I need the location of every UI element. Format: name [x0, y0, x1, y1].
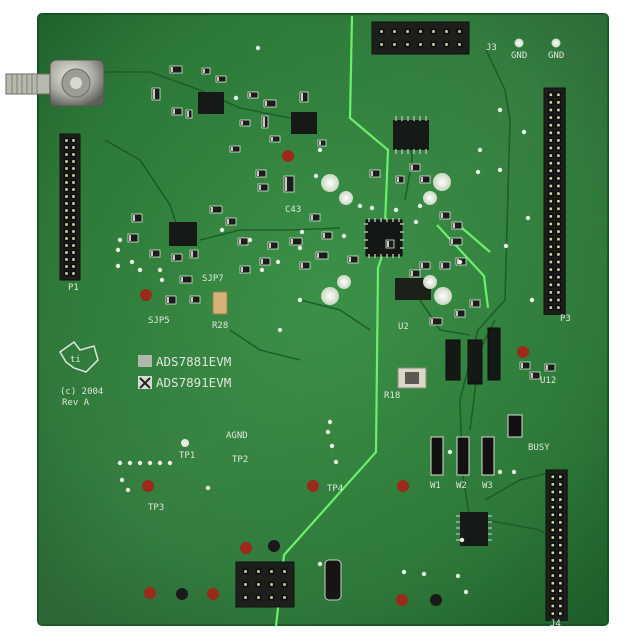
header-p1	[59, 133, 81, 281]
sma-connector-icon	[5, 59, 105, 107]
w3-label: W3	[482, 481, 493, 491]
agnd-label: AGND	[226, 431, 248, 441]
u12-label: U12	[540, 376, 556, 386]
j3-label: J3	[486, 43, 497, 53]
model-checkbox-2-mark	[139, 377, 151, 389]
small-vias	[115, 45, 535, 595]
header-bottom	[235, 561, 295, 608]
header-p3	[543, 87, 566, 315]
header-j4	[545, 469, 568, 621]
j4-label: J4	[550, 619, 561, 629]
u2-label: U2	[398, 322, 409, 332]
ic-chips	[169, 92, 492, 546]
w1-label: W1	[430, 481, 441, 491]
tp4-label: TP4	[327, 484, 343, 494]
sjp7-label: SJP7	[202, 274, 224, 284]
w2-label: W2	[456, 481, 467, 491]
p3-label: P3	[560, 314, 571, 324]
gnd-label-2: GND	[548, 51, 564, 61]
jumpers	[212, 291, 523, 601]
smd-components	[127, 65, 556, 385]
r28-label: R28	[212, 321, 228, 331]
tp3-label: TP3	[148, 503, 164, 513]
model-checkbox-1	[138, 355, 152, 367]
c43-label: C43	[285, 205, 301, 215]
gnd-label-1: GND	[511, 51, 527, 61]
copyright-year: (c) 2004	[60, 387, 103, 397]
test-points	[140, 150, 529, 606]
ti-logo-icon: ti	[59, 340, 99, 373]
revision-label: Rev A	[62, 398, 90, 408]
r18-label: R18	[384, 391, 400, 401]
model-option-1-label: ADS7881EVM	[156, 354, 231, 369]
tp1-label: TP1	[179, 451, 195, 461]
busy-label: BUSY	[528, 443, 550, 453]
header-j3	[371, 21, 470, 55]
model-option-2-label: ADS7891EVM	[156, 375, 231, 390]
tp2-label: TP2	[232, 455, 248, 465]
svg-text:ti: ti	[70, 355, 81, 365]
sjp5-label: SJP5	[148, 316, 170, 326]
mounting-holes	[181, 38, 561, 447]
p1-label: P1	[68, 283, 79, 293]
